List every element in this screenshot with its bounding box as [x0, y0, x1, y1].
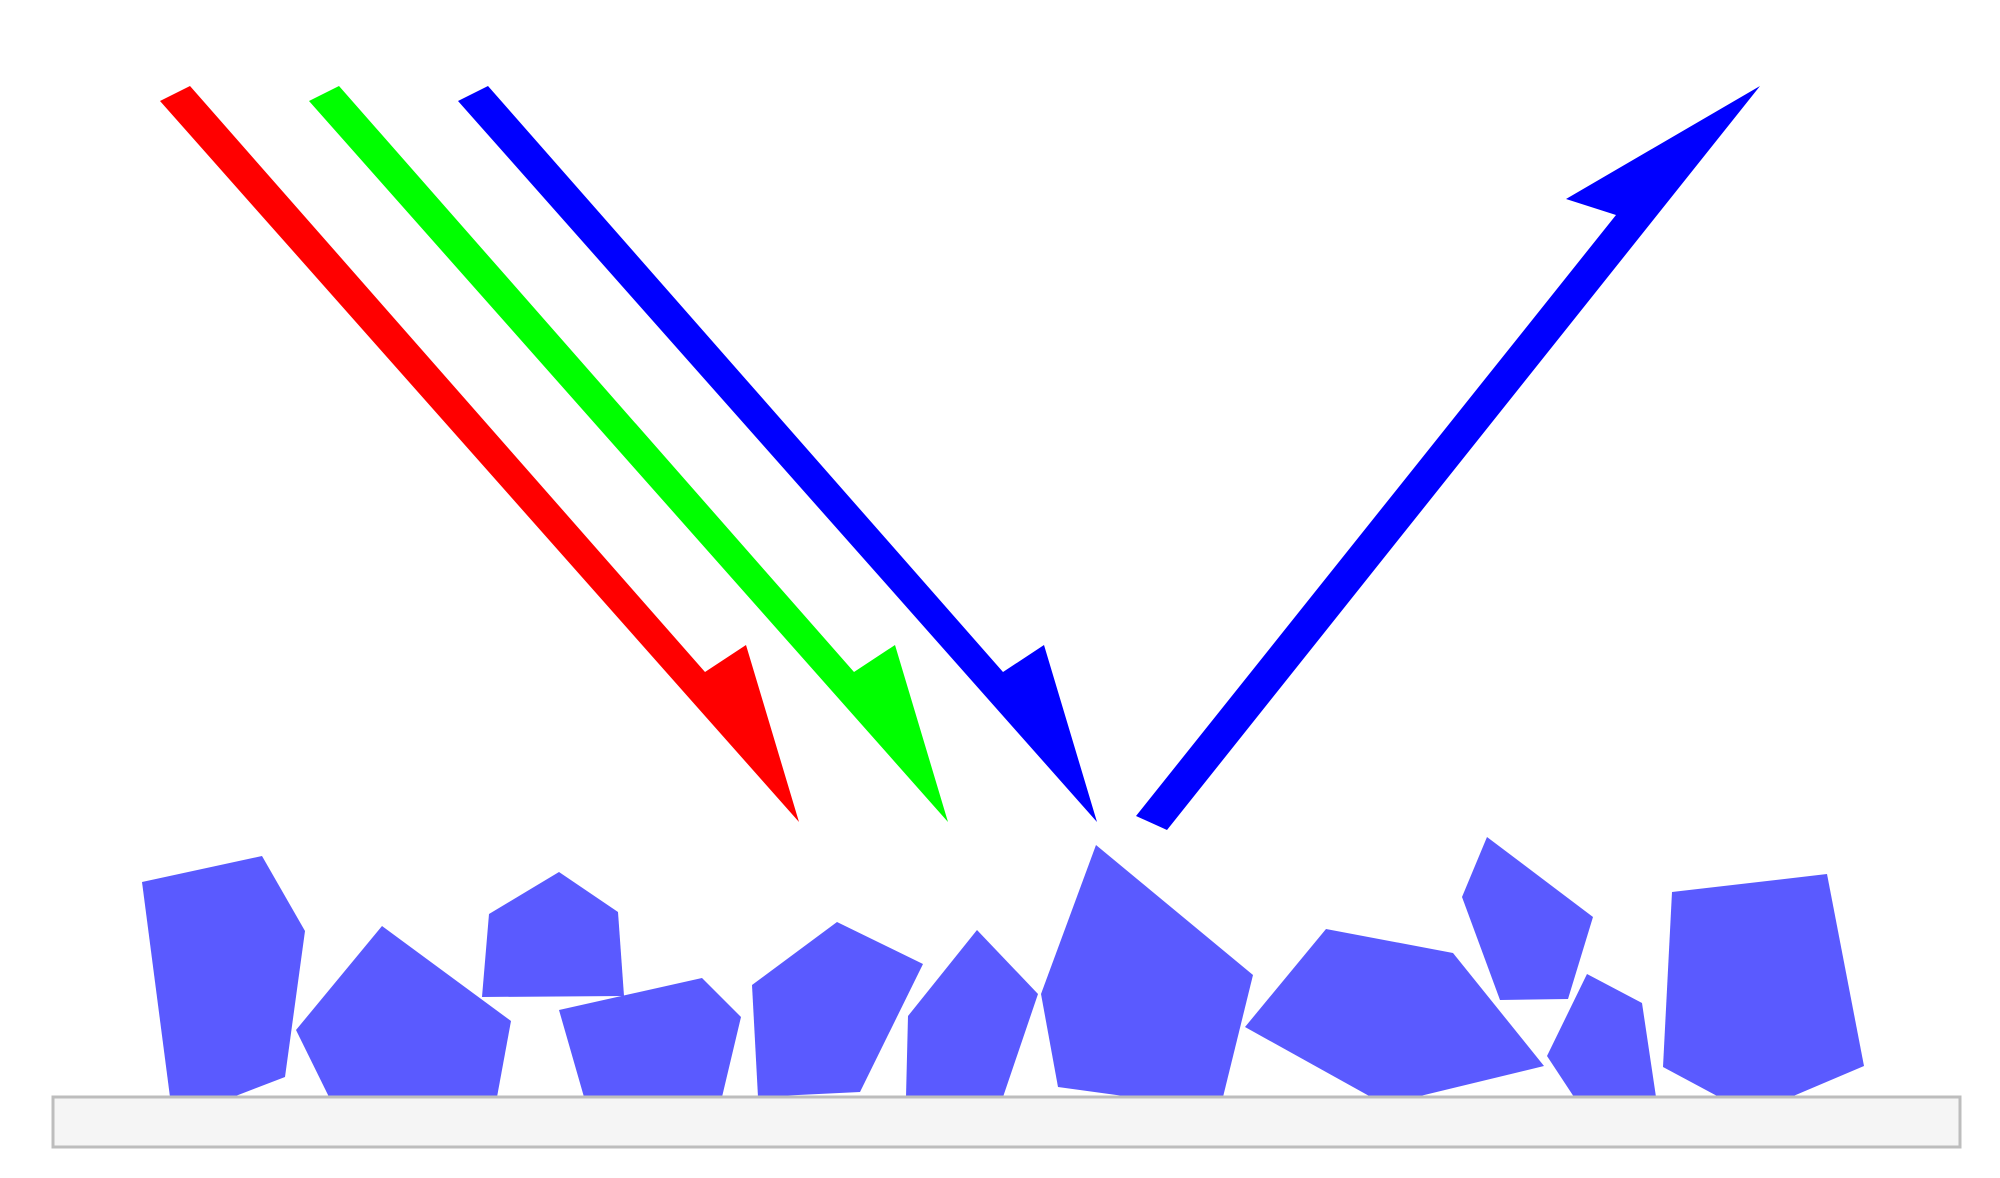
- crystal-particle: [752, 922, 923, 1097]
- incident-blue-arrow: [458, 86, 1097, 822]
- crystal-particle: [1547, 974, 1656, 1097]
- crystal-particle: [296, 926, 511, 1097]
- crystal-particles: [142, 837, 1864, 1097]
- crystal-particle: [906, 930, 1038, 1097]
- crystal-particle: [1245, 929, 1544, 1097]
- crystal-particle: [1462, 837, 1593, 1000]
- substrate-plate: [51, 1095, 1962, 1149]
- reflected-blue-arrow: [1136, 86, 1760, 830]
- crystal-particle: [559, 978, 741, 1097]
- crystal-particle: [482, 872, 624, 997]
- incident-red-arrow: [160, 86, 799, 822]
- crystal-particle: [1663, 874, 1864, 1097]
- crystal-particle: [142, 856, 305, 1097]
- light-rays: [160, 86, 1760, 830]
- incident-green-arrow: [309, 86, 948, 822]
- crystal-particle: [1041, 845, 1253, 1097]
